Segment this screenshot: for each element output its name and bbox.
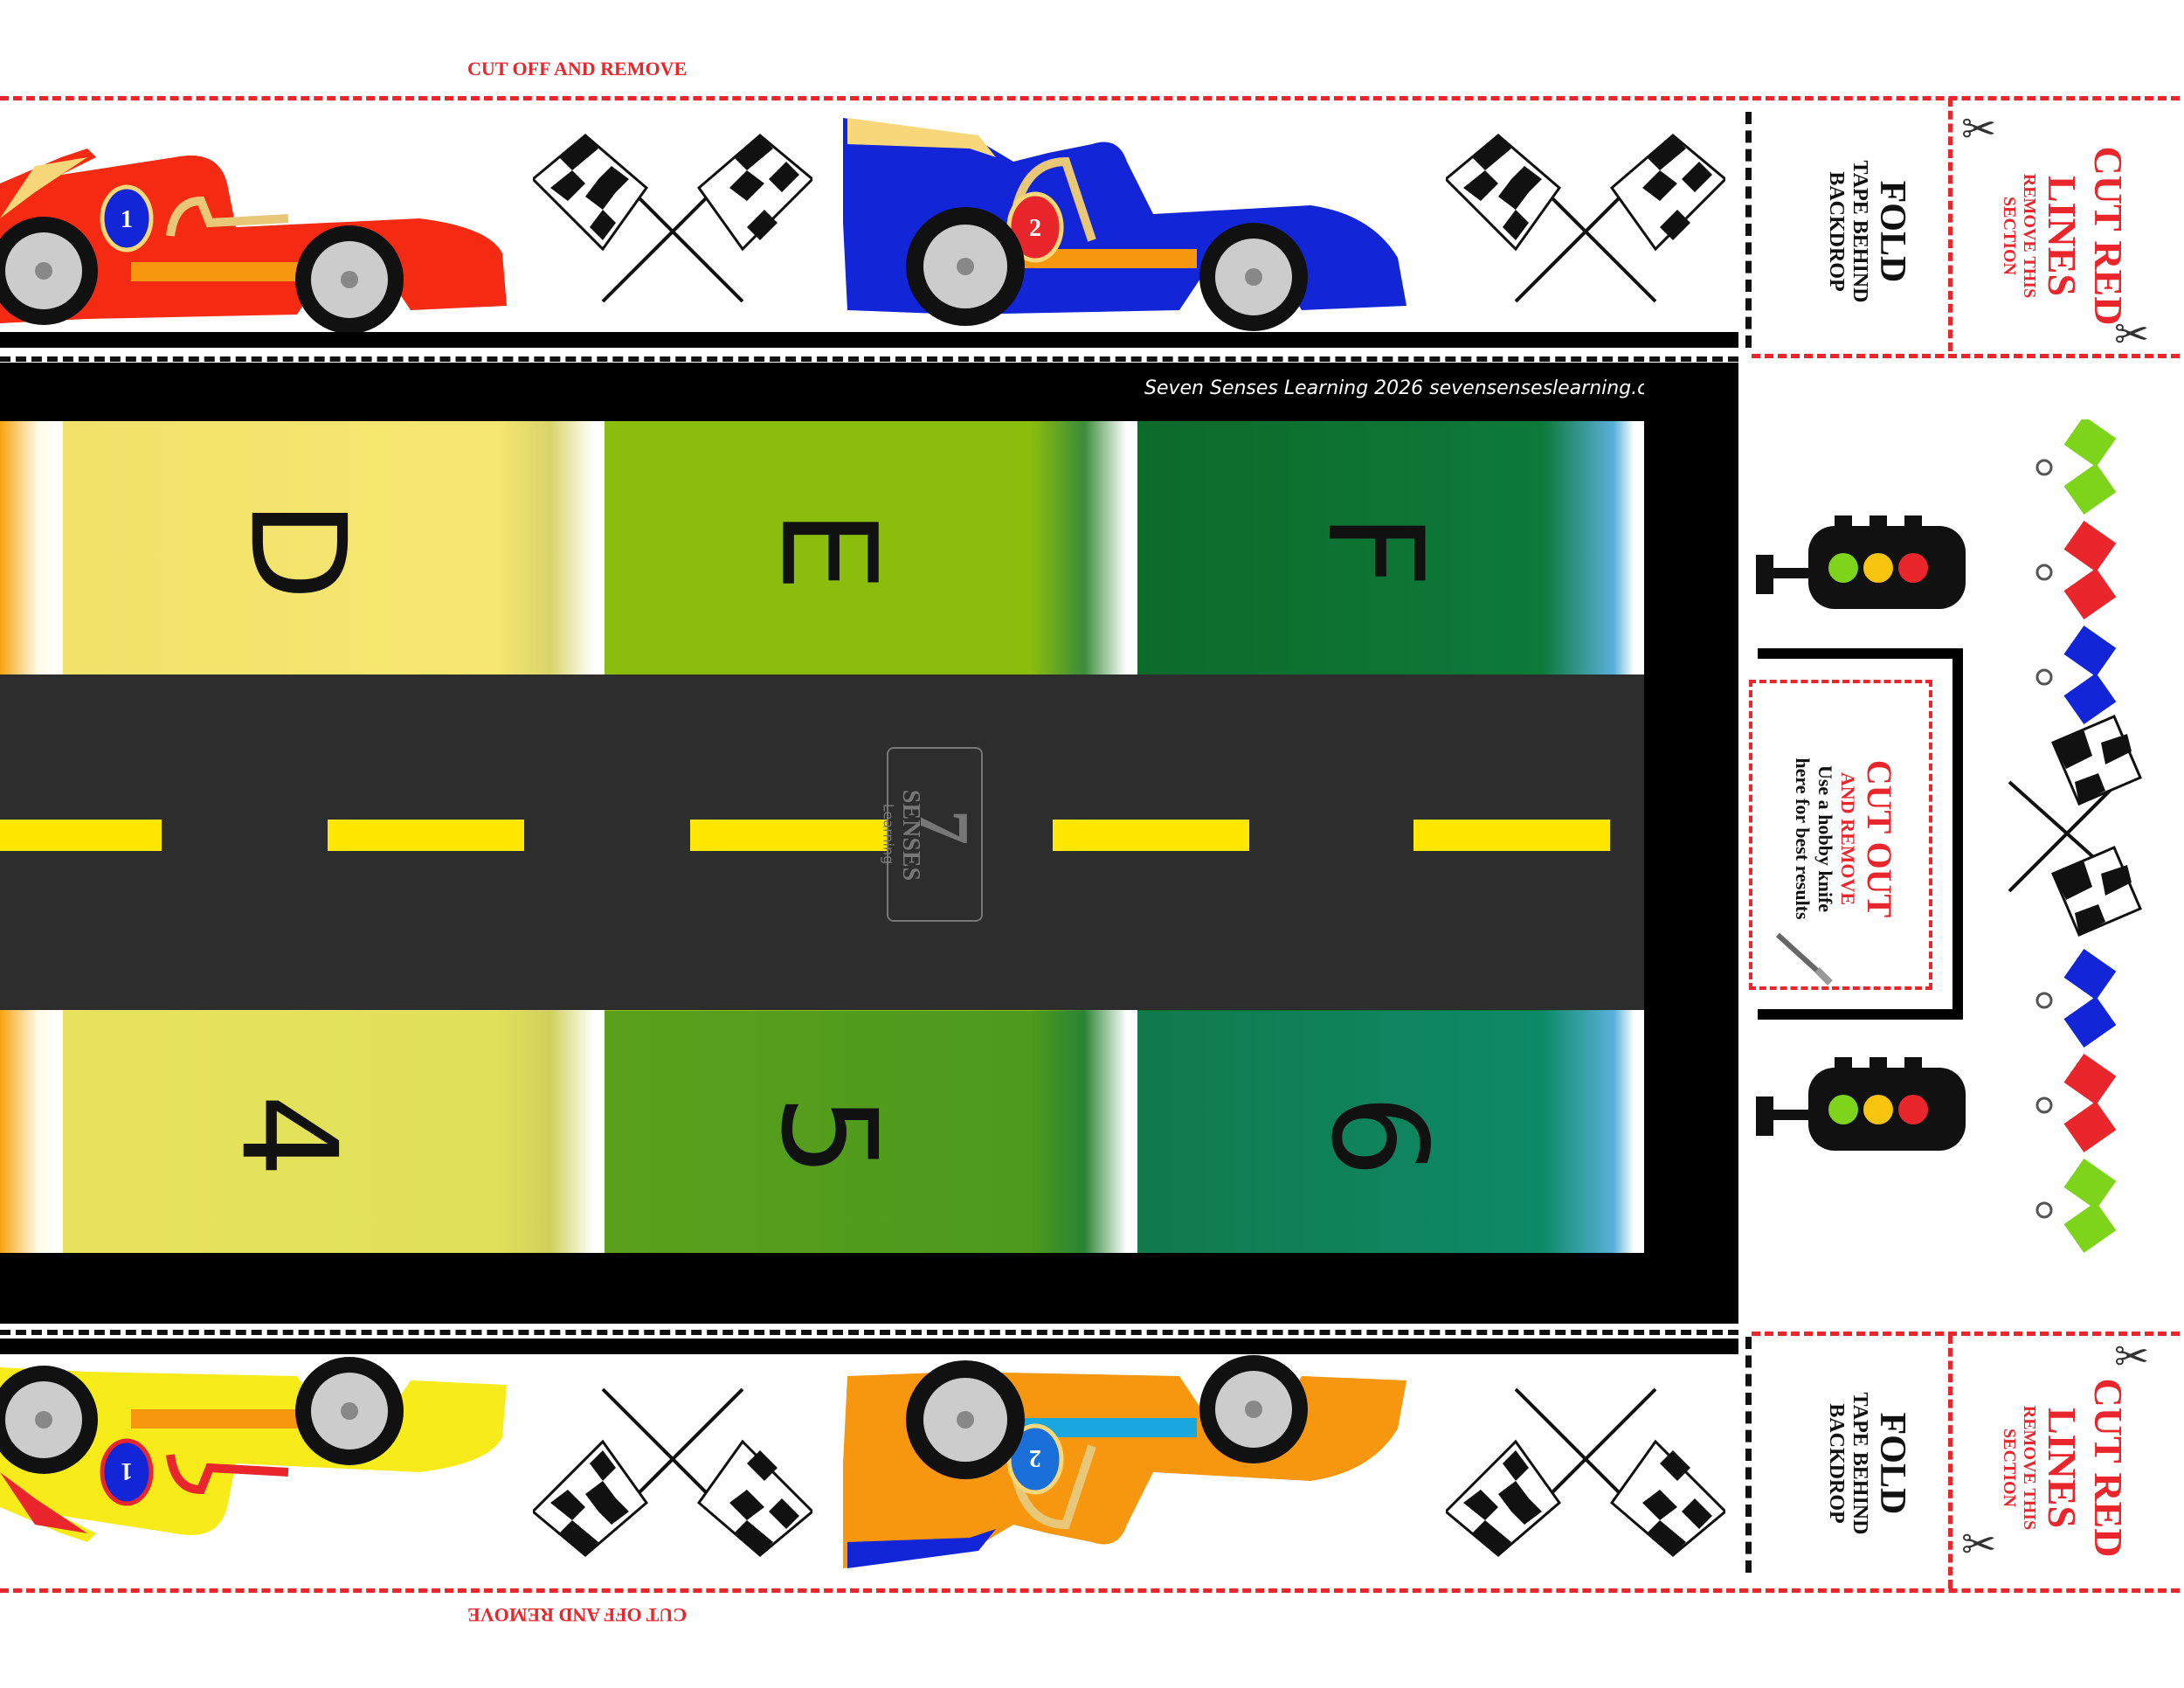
traffic-light-bottom	[1756, 1057, 1966, 1151]
scissors-icon: ✂	[1961, 1520, 1997, 1569]
cutout-panel	[1749, 680, 1932, 990]
traffic-light-top	[1756, 515, 1966, 609]
checkered-flags-top-2	[1446, 134, 1725, 303]
lane-4	[63, 1011, 605, 1253]
fold-subtitle-1: TAPE BEHIND	[1849, 1392, 1871, 1535]
cut-panel-bottom: CUT RED LINES REMOVE THIS SECTION	[2000, 1337, 2132, 1599]
race-car-2-bottom: 2	[843, 1355, 1406, 1568]
hobby-knife-icon	[1775, 932, 1833, 986]
race-car-1-top: 1	[0, 149, 507, 334]
fold-subtitle-2: BACKDROP	[1825, 171, 1848, 292]
flag-pair-blue	[2035, 625, 2117, 725]
car-number: 2	[1029, 215, 1041, 242]
road-line	[690, 820, 887, 851]
lane-label-4: 4	[211, 1094, 364, 1178]
road-line	[1053, 820, 1249, 851]
checkered-flags-top-1	[533, 134, 812, 303]
car-number: 1	[121, 206, 133, 233]
fold-panel-bottom: FOLD TAPE BEHIND BACKDROP	[1817, 1337, 1913, 1590]
top-fold-vertical	[1745, 112, 1752, 348]
flag-column	[2008, 419, 2142, 1254]
lane-6	[1137, 1011, 1644, 1253]
race-car-2-top: 2	[843, 118, 1406, 331]
cutout-bracket	[1758, 648, 1963, 1020]
road-line	[1413, 820, 1610, 851]
cut-subtitle-1: REMOVE THIS	[2020, 1405, 2039, 1531]
lane-5	[605, 1011, 1137, 1253]
bottom-fold-vertical	[1745, 1337, 1752, 1573]
flag-pair-green	[2035, 419, 2117, 515]
fold-panel-top: FOLD TAPE BEHIND BACKDROP	[1817, 105, 1913, 358]
fold-subtitle-2: BACKDROP	[1825, 1403, 1848, 1524]
bottom-cut-label: CUT OFF AND REMOVE	[467, 1604, 688, 1626]
bottom-fold-line	[0, 1330, 1738, 1335]
scissors-icon: ✂	[1961, 105, 1997, 154]
top-cut-label: CUT OFF AND REMOVE	[467, 58, 688, 80]
fold-title: FOLD	[1872, 180, 1912, 283]
top-fold-line	[0, 356, 1738, 362]
car-number: 2	[1029, 1444, 1041, 1471]
fold-subtitle-1: TAPE BEHIND	[1849, 160, 1871, 303]
cutout-sub: AND REMOVE	[1837, 771, 1859, 906]
top-cut-vertical	[1948, 98, 1952, 351]
top-cut-horizontal	[1752, 354, 2180, 358]
cutout-title: CUT OUT	[1860, 759, 1899, 918]
car-number: 1	[121, 1457, 133, 1484]
logo-sub: Learning	[880, 803, 897, 865]
scissors-icon: ✂	[2114, 310, 2150, 359]
top-rail	[0, 332, 1738, 348]
road-line	[0, 820, 162, 851]
bottom-rail	[0, 1339, 1738, 1354]
cut-subtitle-2: SECTION	[2000, 196, 2019, 276]
lane-label-d: D	[220, 500, 373, 601]
race-car-1-bottom: 1	[0, 1357, 507, 1542]
cut-title-2: LINES	[2040, 175, 2084, 297]
flag-pair-green-2	[2035, 1158, 2117, 1254]
lane-label-6: 6	[1302, 1094, 1455, 1178]
cut-subtitle-1: REMOVE THIS	[2020, 173, 2039, 299]
bottom-cut-vertical	[1948, 1335, 1952, 1588]
cut-subtitle-2: SECTION	[2000, 1428, 2019, 1508]
top-cut-line	[0, 96, 2180, 100]
bottom-cut-line	[0, 1588, 2180, 1593]
fold-title: FOLD	[1872, 1412, 1912, 1515]
track-right-rail	[1644, 363, 1738, 1324]
checkered-flags-large	[2008, 715, 2142, 937]
lane-label-e: E	[751, 508, 904, 592]
copyright-text: Seven Senses Learning 2026 sevensensesle…	[1144, 377, 1679, 399]
lane-label-f: F	[1298, 512, 1451, 589]
road-line	[328, 820, 524, 851]
cut-title-2: LINES	[2040, 1407, 2084, 1529]
bottom-cut-horizontal	[1752, 1332, 2180, 1336]
checkered-flags-bottom-1	[533, 1387, 812, 1557]
lane-label-5: 5	[751, 1094, 904, 1178]
scissors-icon: ✂	[2114, 1332, 2150, 1381]
checkered-flags-bottom-2	[1446, 1387, 1725, 1557]
flag-pair-blue-2	[2035, 948, 2117, 1048]
flag-pair-red-2	[2035, 1053, 2117, 1153]
cut-panel-top: CUT RED LINES REMOVE THIS SECTION	[2000, 105, 2132, 367]
flag-pair-red	[2035, 520, 2117, 620]
